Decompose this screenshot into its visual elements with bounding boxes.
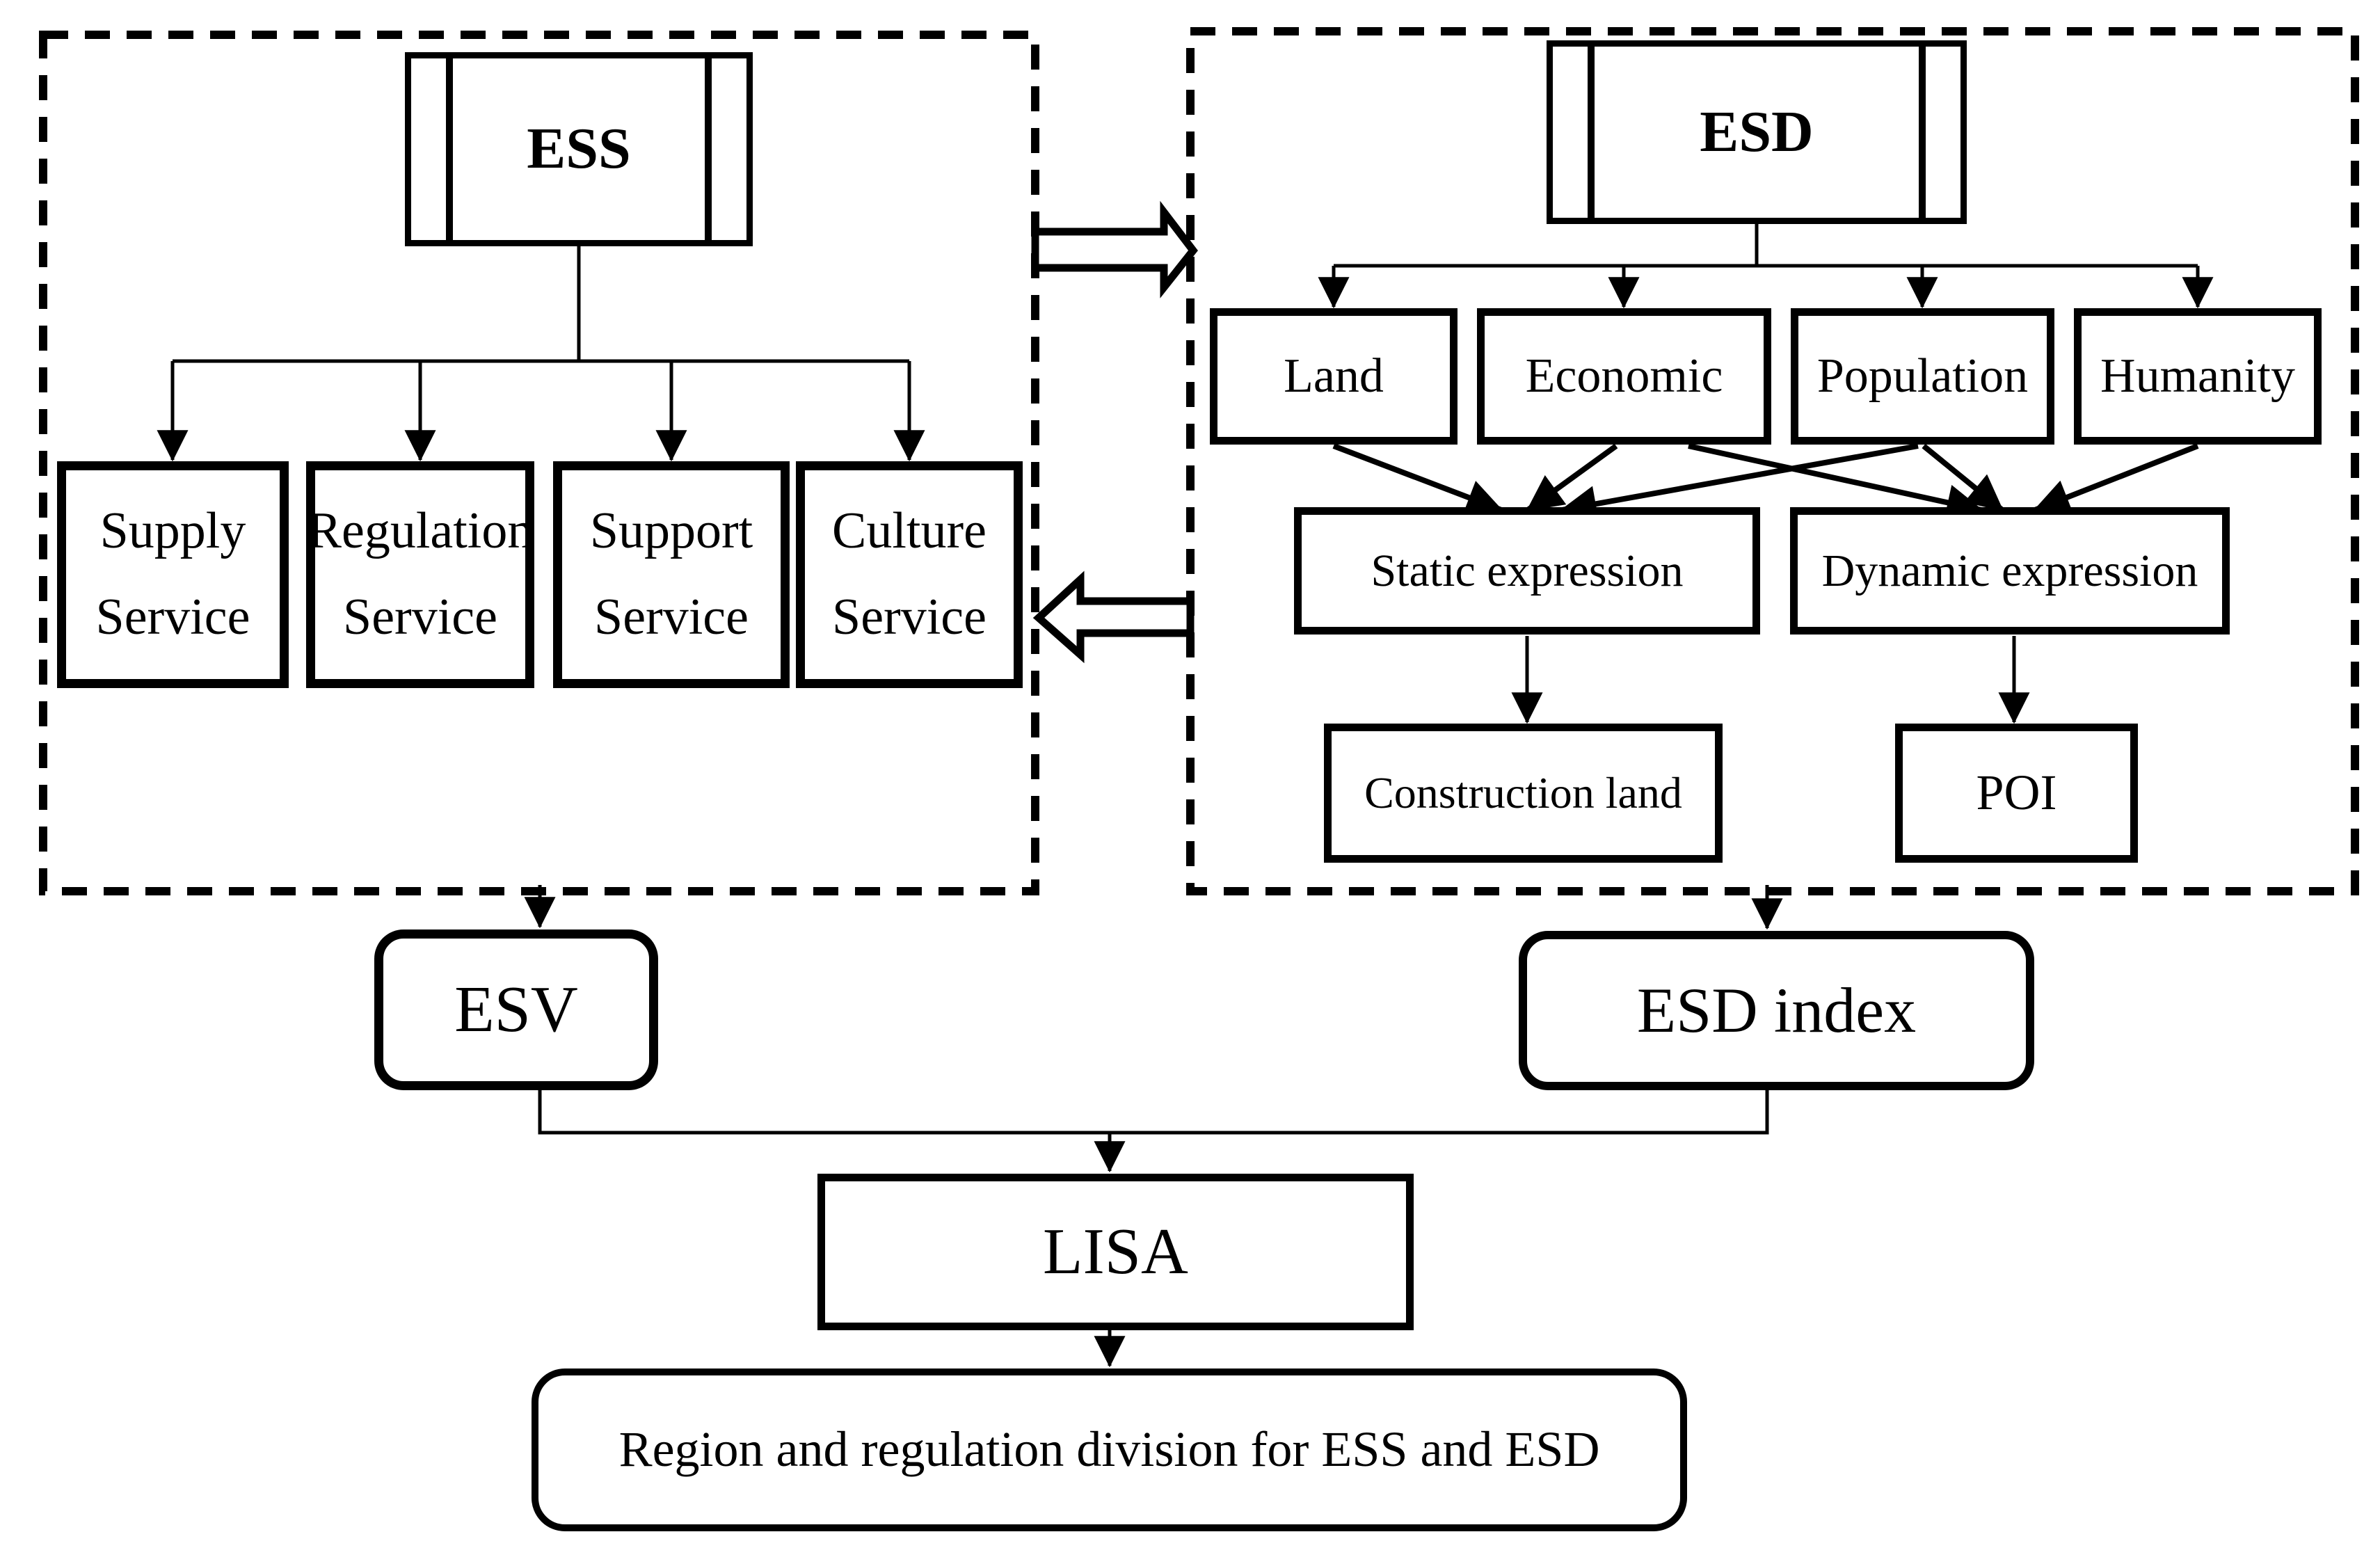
service-label-line2: Service	[343, 589, 497, 646]
ess-branch-connectors	[157, 246, 925, 462]
poi-box: POI	[1895, 724, 2138, 863]
service-box-supply: Supply Service	[57, 461, 289, 688]
esd-to-ess-block-arrow	[1032, 570, 1195, 664]
merge-connector	[538, 1090, 1769, 1135]
service-box-culture: Culture Service	[796, 461, 1023, 688]
construction-land-box: Construction land	[1324, 724, 1723, 863]
esd-region-border	[1186, 27, 2359, 895]
static-expression-box: Static expression	[1294, 507, 1760, 635]
dimension-box-economic: Economic	[1477, 308, 1771, 445]
expression-label: Dynamic expression	[1821, 545, 2198, 596]
ess-to-esd-block-arrow	[1031, 200, 1198, 298]
expression-to-source-connectors	[1511, 636, 2030, 724]
dimension-label: Land	[1284, 349, 1384, 404]
ess-label: ESS	[527, 116, 631, 182]
double-bar-left	[446, 58, 453, 240]
esv-box: ESV	[374, 929, 658, 1090]
service-label-line2: Service	[832, 589, 987, 646]
panel-output-connectors	[524, 885, 1783, 1368]
service-box-support: Support Service	[553, 461, 790, 688]
service-box-regulation: Regulation Service	[306, 461, 534, 688]
dimension-label: Humanity	[2100, 349, 2295, 404]
lisa-box: LISA	[817, 1174, 1414, 1330]
dimension-box-population: Population	[1791, 308, 2054, 445]
dimension-box-humanity: Humanity	[2074, 308, 2322, 445]
service-label-line2: Service	[95, 589, 250, 646]
esd-index-box: ESD index	[1519, 931, 2034, 1090]
service-label-line1: Supply	[99, 502, 246, 560]
dimension-to-expression-connectors	[1332, 443, 2199, 522]
esv-label: ESV	[454, 973, 578, 1046]
service-label-line2: Service	[594, 589, 749, 646]
service-label-line1: Regulation	[307, 502, 534, 560]
expression-label: Static expression	[1371, 545, 1684, 596]
source-label: Construction land	[1364, 768, 1682, 818]
result-label: Region and regulation division for ESS a…	[618, 1421, 1600, 1478]
esd-branch-connectors	[1318, 224, 2214, 309]
ess-process-box: ESS	[405, 52, 753, 246]
esd-process-box: ESD	[1547, 40, 1967, 224]
double-bar-left	[1588, 47, 1595, 218]
source-label: POI	[1976, 765, 2057, 821]
lisa-label: LISA	[1043, 1215, 1188, 1288]
double-bar-right	[1919, 47, 1926, 218]
esd-label: ESD	[1700, 99, 1814, 164]
dimension-label: Economic	[1525, 349, 1723, 404]
double-bar-right	[705, 58, 712, 240]
dynamic-expression-box: Dynamic expression	[1790, 507, 2230, 635]
result-box: Region and regulation division for ESS a…	[532, 1368, 1687, 1531]
dimension-label: Population	[1816, 349, 2029, 404]
service-label-line1: Support	[589, 502, 753, 560]
esd-index-label: ESD index	[1636, 975, 1917, 1046]
dimension-box-land: Land	[1210, 308, 1457, 445]
service-label-line1: Culture	[832, 502, 987, 560]
